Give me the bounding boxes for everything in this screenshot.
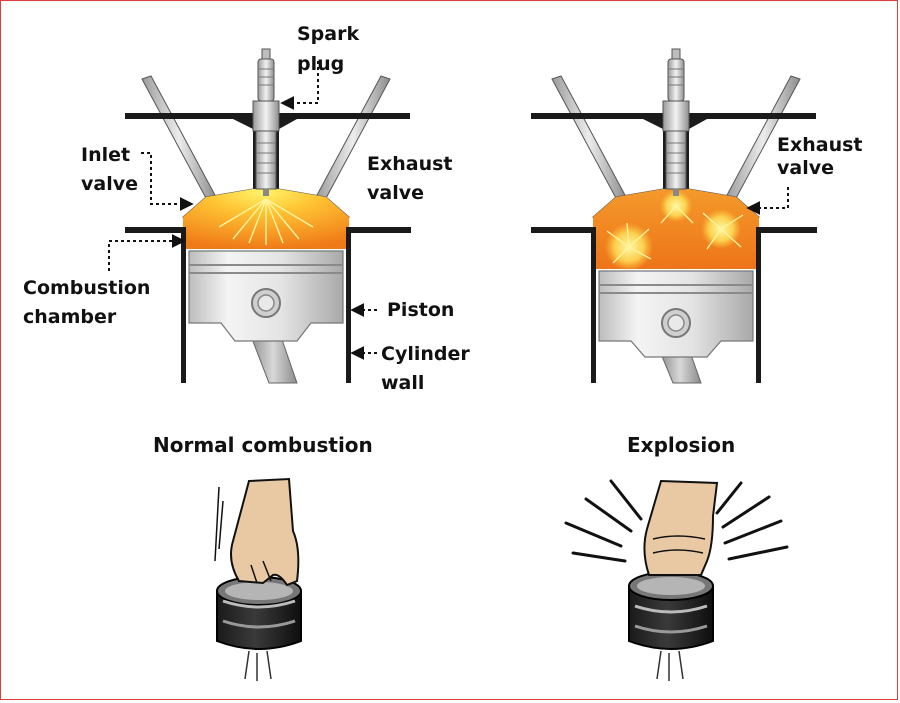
normal-combustion-caption: Normal combustion — [153, 433, 373, 457]
exhaust-valve-left-label-line2: valve — [367, 182, 424, 204]
spark-plug-label-line1: Spark — [297, 23, 360, 45]
cylinder-wall-left — [181, 227, 186, 383]
flame-rays — [218, 198, 314, 245]
cylinder-deck-right — [349, 227, 411, 233]
explosion-caption: Explosion — [627, 433, 736, 457]
cylinder-wall-right — [346, 227, 351, 383]
fist-smash-icon — [564, 479, 789, 681]
spark-plug-icon — [252, 48, 280, 196]
engine-explosion — [531, 48, 817, 384]
cylinder-deck-left — [125, 227, 183, 233]
piston-label: Piston — [387, 299, 455, 321]
hand-press-icon — [214, 477, 302, 681]
combustion-chamber-label-line1: Combustion — [23, 277, 151, 299]
cylinder-wall-label-line2: wall — [381, 372, 425, 394]
inlet-valve-label-line1: Inlet — [81, 144, 131, 166]
engine-normal — [125, 48, 411, 384]
cylinder-wall-label-line1: Cylinder — [381, 343, 470, 365]
exhaust-valve-right-label-line1: Exhaust — [777, 134, 863, 156]
exhaust-valve-left-label-line1: Exhaust — [367, 153, 453, 175]
inlet-valve-label-line2: valve — [81, 173, 138, 195]
exhaust-valve-right-label-line2: valve — [777, 157, 834, 179]
inlet-valve-stem — [141, 75, 217, 201]
spark-plug-label-line2: plug — [297, 53, 345, 75]
leader-lines — [108, 61, 789, 360]
combustion-chamber-label-line2: chamber — [23, 306, 117, 328]
